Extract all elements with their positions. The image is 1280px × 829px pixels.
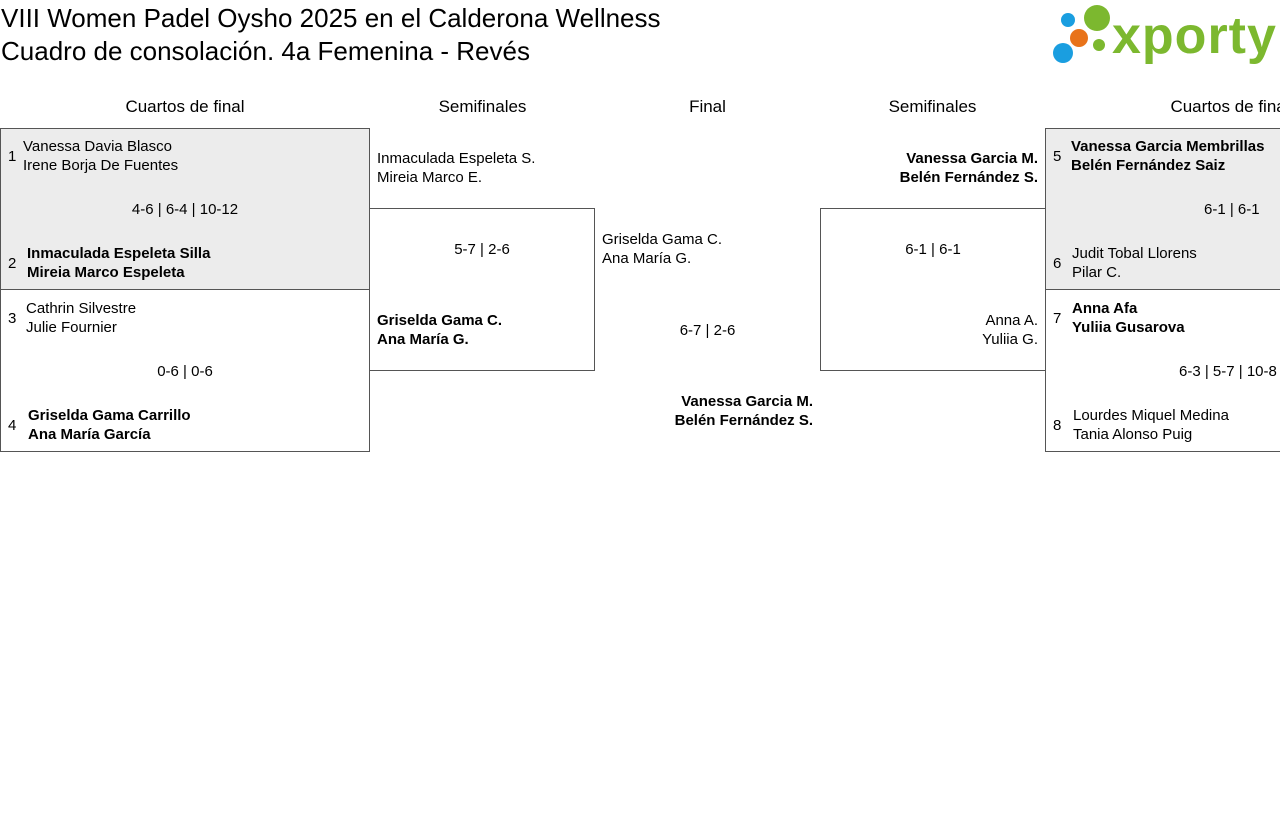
player-name: Lourdes Miquel Medina <box>1073 407 1229 424</box>
left-qf2-match[interactable]: 3 Cathrin Silvestre Julie Fournier 0-6 |… <box>0 289 370 452</box>
right-qf2-match[interactable]: 7 Anna Afa Yuliia Gusarova 6-3 | 5-7 | 1… <box>1045 289 1280 452</box>
left-sf-team-a[interactable]: Inmaculada Espeleta S. Mireia Marco E. <box>377 149 535 187</box>
player-name: Inmaculada Espeleta S. <box>377 150 536 167</box>
left-qf1-team-b-winner[interactable]: Inmaculada Espeleta Silla Mireia Marco E… <box>27 244 210 282</box>
right-qf2-team-b[interactable]: Lourdes Miquel Medina Tania Alonso Puig <box>1073 406 1229 444</box>
seed-number: 2 <box>8 255 17 272</box>
player-name: Irene Borja De Fuentes <box>23 157 179 174</box>
left-qf1-match[interactable]: 1 Vanessa Davia Blasco Irene Borja De Fu… <box>0 128 370 290</box>
match-score: 5-7 | 2-6 <box>454 241 510 258</box>
player-name: Julie Fournier <box>26 319 117 336</box>
player-name: Griselda Gama C. <box>377 312 503 329</box>
player-name: Mireia Marco Espeleta <box>27 264 185 281</box>
player-name: Inmaculada Espeleta Silla <box>27 245 211 262</box>
player-name: Vanessa Garcia M. <box>906 150 1038 167</box>
match-score: 6-3 | 5-7 | 10-8 <box>1179 363 1277 380</box>
match-score: 4-6 | 6-4 | 10-12 <box>131 201 239 218</box>
final-team-b-champion[interactable]: Vanessa Garcia M. Belén Fernández S. <box>675 392 813 430</box>
tournament-title: VIII Women Padel Oysho 2025 en el Calder… <box>1 3 661 33</box>
player-name: Ana María García <box>28 426 151 443</box>
player-name: Yuliia Gusarova <box>1072 319 1185 336</box>
round-label-right-semis: Semifinales <box>888 97 977 116</box>
left-sf-match[interactable]: 5-7 | 2-6 Griselda Gama C. Ana María G. <box>369 208 595 371</box>
seed-number: 4 <box>8 417 17 434</box>
match-score: 6-1 | 6-1 <box>1204 201 1260 218</box>
xporty-wordmark: xporty <box>1112 7 1277 65</box>
match-score: 0-6 | 0-6 <box>157 363 213 380</box>
final-score: 6-7 | 2-6 <box>679 322 736 339</box>
player-name: Cathrin Silvestre <box>26 300 137 317</box>
player-name: Ana María G. <box>377 331 469 348</box>
player-name: Anna A. <box>985 312 1038 329</box>
player-name: Vanessa Garcia Membrillas <box>1071 138 1265 155</box>
right-qf1-team-b[interactable]: Judit Tobal Llorens Pilar C. <box>1072 244 1197 282</box>
player-name: Griselda Gama C. <box>602 231 723 248</box>
player-name: Judit Tobal Llorens <box>1072 245 1197 262</box>
draw-subtitle: Cuadro de consolación. 4a Femenina - Rev… <box>1 36 530 66</box>
player-name: Belén Fernández S. <box>899 169 1038 186</box>
player-name: Anna Afa <box>1072 300 1138 317</box>
seed-number: 6 <box>1053 255 1062 272</box>
left-sf-team-b-winner[interactable]: Griselda Gama C. Ana María G. <box>377 311 502 349</box>
player-name: Mireia Marco E. <box>377 169 483 186</box>
right-sf-team-b[interactable]: Anna A. Yuliia G. <box>982 311 1038 349</box>
player-name: Yuliia G. <box>982 331 1038 348</box>
right-sf-match[interactable]: 6-1 | 6-1 Anna A. Yuliia G. <box>820 208 1046 371</box>
left-qf1-team-a[interactable]: Vanessa Davia Blasco Irene Borja De Fuen… <box>23 137 178 175</box>
player-name: Belén Fernández Saiz <box>1071 157 1226 174</box>
player-name: Belén Fernández S. <box>674 412 813 429</box>
left-qf2-team-b-winner[interactable]: Griselda Gama Carrillo Ana María García <box>28 406 191 444</box>
player-name: Griselda Gama Carrillo <box>28 407 191 424</box>
player-name: Vanessa Garcia M. <box>681 393 813 410</box>
right-qf1-match[interactable]: 5 Vanessa Garcia Membrillas Belén Fernán… <box>1045 128 1280 290</box>
right-sf-team-a-winner[interactable]: Vanessa Garcia M. Belén Fernández S. <box>900 149 1038 187</box>
seed-number: 8 <box>1053 417 1062 434</box>
player-name: Ana María G. <box>602 250 692 267</box>
seed-number: 3 <box>8 310 17 327</box>
right-qf2-team-a-winner[interactable]: Anna Afa Yuliia Gusarova <box>1072 299 1185 337</box>
xporty-logo[interactable]: xporty <box>1050 4 1280 68</box>
seed-number: 7 <box>1053 310 1062 327</box>
round-label-final: Final <box>689 97 726 116</box>
seed-number: 1 <box>8 148 17 165</box>
round-label-right-quarters: Cuartos de final <box>1170 97 1280 116</box>
player-name: Vanessa Davia Blasco <box>23 138 172 155</box>
round-label-left-quarters: Cuartos de final <box>125 97 245 116</box>
player-name: Pilar C. <box>1072 264 1122 281</box>
left-qf2-team-a[interactable]: Cathrin Silvestre Julie Fournier <box>26 299 136 337</box>
round-label-left-semis: Semifinales <box>438 97 527 116</box>
xporty-dots-icon <box>1053 5 1110 63</box>
right-qf1-team-a-winner[interactable]: Vanessa Garcia Membrillas Belén Fernánde… <box>1071 137 1264 175</box>
player-name: Tania Alonso Puig <box>1073 426 1193 443</box>
seed-number: 5 <box>1053 148 1062 165</box>
final-team-a[interactable]: Griselda Gama C. Ana María G. <box>602 230 722 268</box>
match-score: 6-1 | 6-1 <box>905 241 961 258</box>
